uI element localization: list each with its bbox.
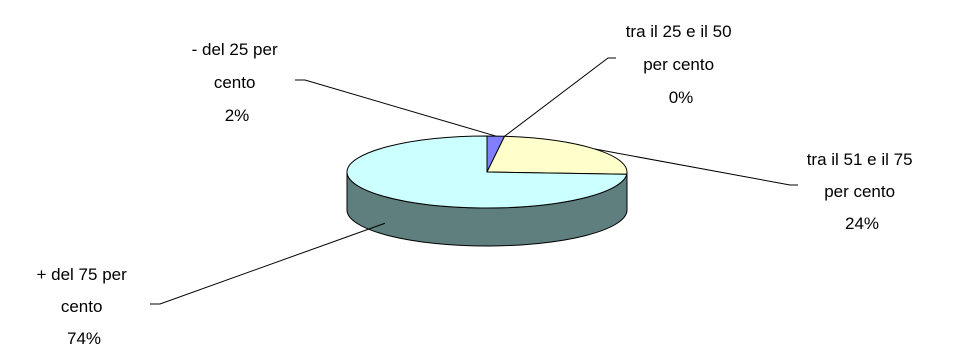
pie-slices <box>346 135 628 209</box>
leader-lines <box>150 57 798 305</box>
label-51-75: tra il 51 e il 75 per cento 24% <box>807 150 918 233</box>
label-25-50: tra il 25 e il 50 per cento 0% <box>626 22 737 107</box>
leader-51-75 <box>594 148 798 186</box>
leader-under-25 <box>295 79 496 137</box>
leader-over-75 <box>150 222 386 305</box>
slice-over-75 <box>346 135 628 209</box>
leader-25-50 <box>504 57 616 137</box>
label-over-75: + del 75 per cento 74% <box>37 265 132 348</box>
slice-51-75 <box>486 135 628 175</box>
label-under-25: - del 25 per cento 2% <box>192 40 283 125</box>
